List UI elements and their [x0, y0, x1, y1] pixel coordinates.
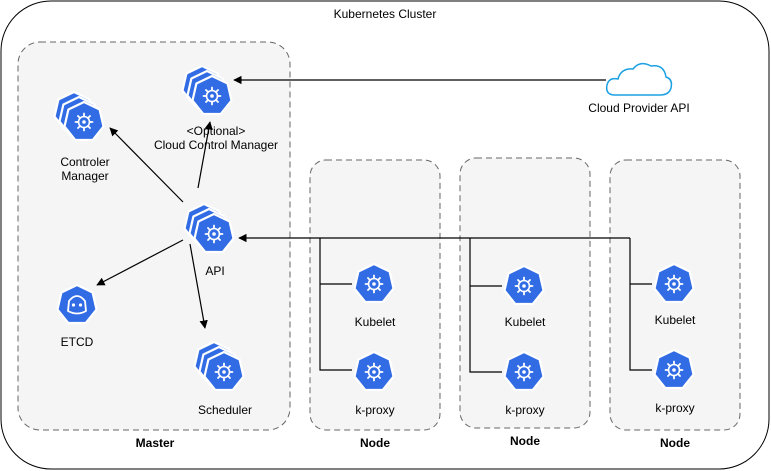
node-label: Node [510, 434, 540, 448]
kubelet-gear-icon [353, 262, 395, 304]
api-label: API [205, 264, 224, 278]
kproxy-label: k-proxy [655, 401, 694, 415]
node1-bus [319, 238, 352, 371]
connectors [96, 75, 652, 373]
node-label: Node [360, 436, 390, 450]
kproxy-label: k-proxy [505, 403, 544, 417]
node2-bus [469, 238, 502, 373]
api-to-ccm-arrow [197, 121, 213, 189]
kproxy-label: k-proxy [355, 403, 394, 417]
api-to-scheduler-arrow [189, 243, 208, 329]
cloud-icon [605, 62, 673, 96]
etcd-icon [56, 283, 98, 325]
kubelet-label: Kubelet [355, 315, 396, 329]
kubelet-gear-icon [503, 264, 545, 306]
ccm-optional-label: <Optional> [187, 124, 246, 138]
node-label: Node [660, 436, 690, 450]
kproxy-gear-icon [653, 348, 695, 390]
api-to-controller-arrow [109, 127, 184, 203]
master-label: Master [136, 436, 175, 450]
kproxy-gear-icon [503, 350, 545, 392]
kproxy-gear-icon [353, 350, 395, 392]
controller-manager-label-line2: Manager [61, 169, 108, 183]
kubelet-gear-icon [653, 262, 695, 304]
controller-manager-label-line1: Controler [60, 155, 109, 169]
cluster-title: Kubernetes Cluster [334, 7, 437, 21]
etcd-label: ETCD [61, 335, 94, 349]
api-to-etcd-arrow [96, 239, 184, 286]
cloud-provider-label: Cloud Provider API [588, 101, 689, 115]
ccm-name-label: Cloud Control Manager [154, 138, 278, 152]
kubelet-label: Kubelet [505, 315, 546, 329]
scheduler-label: Scheduler [198, 403, 252, 417]
kubelet-label: Kubelet [655, 313, 696, 327]
node3-bus [629, 238, 652, 371]
